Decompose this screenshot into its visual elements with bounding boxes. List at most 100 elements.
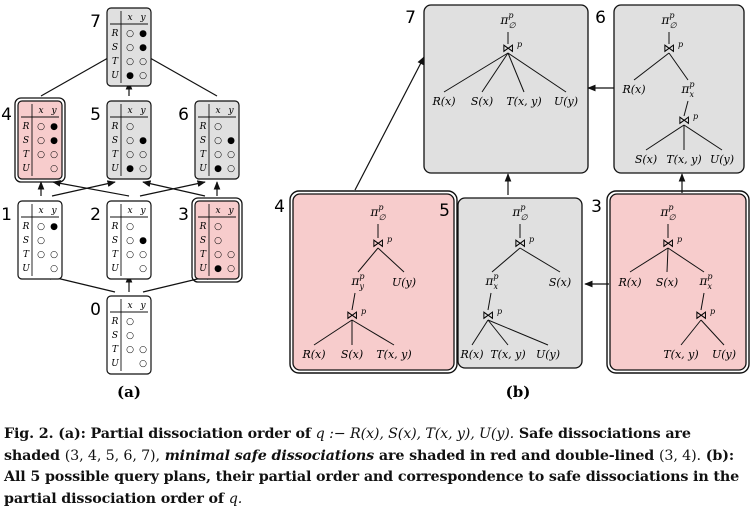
relation-leaf: S(x)	[656, 276, 678, 289]
lattice-row-label: T	[23, 150, 30, 160]
filled-dot: ●	[50, 122, 58, 132]
join-sup: p	[693, 112, 698, 121]
open-dot: ○	[37, 122, 45, 132]
relation-leaf: T(x, y)	[506, 95, 541, 108]
tree-edge	[666, 247, 669, 273]
lattice-row-label: S	[112, 43, 118, 53]
panel-b-label: (b)	[506, 383, 531, 401]
relation-leaf: U(y)	[392, 276, 416, 289]
projection-top: πp∅	[660, 203, 677, 222]
tree-edge	[507, 52, 567, 93]
open-dot: ○	[126, 122, 134, 132]
open-dot: ○	[126, 222, 134, 232]
lattice-node-id: 2	[90, 205, 101, 225]
caption-safe-set: (3, 4, 5, 6, 7),	[64, 447, 160, 464]
caption-minimal-phrase: minimal safe dissociations	[164, 447, 374, 464]
tree-edge	[668, 52, 689, 81]
relation-leaf: R(x)	[431, 95, 455, 108]
lattice-row-label: U	[111, 359, 119, 369]
lattice-node-id: 4	[1, 105, 12, 125]
join-sup: p	[529, 235, 534, 244]
lattice-node-box	[106, 7, 152, 87]
lattice-node-box	[194, 100, 240, 180]
filled-dot: ●	[227, 136, 235, 146]
tree-edge	[351, 292, 356, 311]
filled-dot: ●	[139, 236, 147, 246]
tree-edge	[507, 52, 525, 93]
filled-dot: ●	[139, 43, 147, 53]
relation-leaf: R(x)	[301, 348, 325, 361]
relation-leaf: T(x, y)	[666, 153, 701, 166]
tree-edge	[481, 52, 509, 93]
open-dot: ○	[214, 122, 222, 132]
open-dot: ○	[214, 236, 222, 246]
lattice-row-label: R	[22, 222, 30, 232]
lattice-col-header: x	[215, 106, 220, 116]
plan-box	[613, 4, 745, 174]
lattice-row-label: T	[112, 57, 119, 67]
lattice-row-label: R	[199, 122, 207, 132]
filled-dot: ●	[50, 136, 58, 146]
open-dot: ○	[139, 359, 147, 369]
tree-edge	[471, 319, 489, 346]
plan-id: 6	[595, 8, 606, 28]
lattice-row-label: R	[111, 222, 119, 232]
tree-edge	[700, 292, 705, 311]
lattice-row-label: U	[111, 71, 119, 81]
lattice-col-header: x	[38, 206, 43, 216]
open-dot: ○	[126, 43, 134, 53]
caption-safe-text: Safe dissociations are shaded	[4, 426, 691, 464]
open-dot: ○	[37, 236, 45, 246]
open-dot: ○	[50, 264, 58, 274]
lattice-row-label: R	[111, 29, 119, 39]
tree-edge	[487, 292, 492, 311]
plan-box-4: 4	[274, 190, 458, 374]
lattice-col-header: y	[50, 206, 57, 216]
plan-box-6: 6	[595, 4, 745, 174]
lattice-row-label: R	[111, 122, 119, 132]
tree-edge	[680, 319, 702, 346]
caption-part-a: (a): Partial dissociation order of	[58, 426, 311, 442]
open-dot: ○	[126, 57, 134, 67]
tree-edge	[629, 247, 669, 273]
projection-top: πp∅	[370, 203, 387, 222]
open-dot: ○	[227, 164, 235, 174]
projection-top: πp∅	[500, 11, 517, 30]
lattice-row-label: R	[111, 317, 119, 327]
join-node: ⋈	[372, 236, 384, 250]
lattice-row-label: T	[200, 250, 207, 260]
relation-leaf: T(x, y)	[663, 348, 698, 361]
lattice-col-header: y	[139, 106, 146, 116]
relation-leaf: R(x)	[621, 83, 645, 96]
lattice-col-header: x	[215, 206, 220, 216]
open-dot: ○	[139, 345, 147, 355]
lattice-row-label: U	[22, 264, 30, 274]
lattice-row-label: T	[112, 150, 119, 160]
open-dot: ○	[227, 264, 235, 274]
open-dot: ○	[50, 250, 58, 260]
relation-leaf: S(x)	[341, 348, 363, 361]
open-dot: ○	[126, 29, 134, 39]
join-sup: p	[387, 235, 392, 244]
join-node: ⋈	[662, 236, 674, 250]
plan-id: 3	[591, 197, 602, 217]
panel-b-edges	[354, 56, 686, 288]
relation-leaf: U(y)	[712, 348, 736, 361]
open-dot: ○	[139, 164, 147, 174]
lattice-node-box	[106, 100, 152, 180]
caption-minimal-set: (3, 4).	[658, 447, 701, 464]
lattice-col-header: y	[227, 106, 234, 116]
lattice-row-label: S	[200, 236, 206, 246]
tree-edge	[700, 319, 725, 346]
plan-box	[457, 197, 583, 369]
